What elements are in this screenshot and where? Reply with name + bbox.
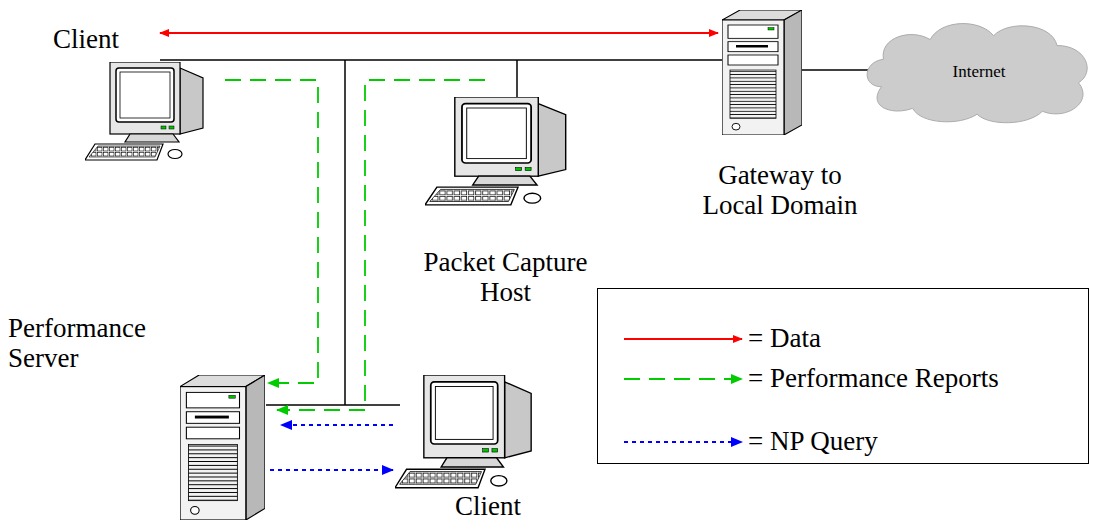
connector-arrow [225,80,318,383]
server-icon [180,375,265,520]
gateway-server: Gateway to Local Domain [722,10,802,135]
legend-sample [622,426,744,456]
performance-server: Performance Server [180,375,265,520]
legend-sample [622,323,744,353]
legend-text: = NP Query [748,426,1026,456]
client-computer: Client [395,375,545,490]
legend-sample [622,363,744,393]
client-computer: Client [85,62,215,162]
connector-arrow [281,424,393,426]
node-label: Client [455,491,555,521]
connector-arrow [160,32,718,34]
node-label: Internet [953,62,1006,82]
legend-text: = Data [748,323,1026,353]
connector-arrow [277,80,485,410]
internet-cloud: Internet [862,18,1096,126]
computer-icon [395,375,545,490]
node-label: Client [53,24,173,54]
computer-icon [85,62,215,162]
connector-arrow [270,469,393,471]
node-label: Performance Server [8,313,173,373]
server-icon [722,10,802,135]
connector-arrow [802,69,868,71]
computer-icon [425,97,580,207]
legend-box: = Data = Performance Reports = NP Query [597,288,1089,464]
legend-text: = Performance Reports [748,363,1026,393]
capture-computer: Packet Capture Host [425,97,580,207]
node-label: Packet Capture Host [423,247,588,307]
node-label: Gateway to Local Domain [690,160,870,220]
